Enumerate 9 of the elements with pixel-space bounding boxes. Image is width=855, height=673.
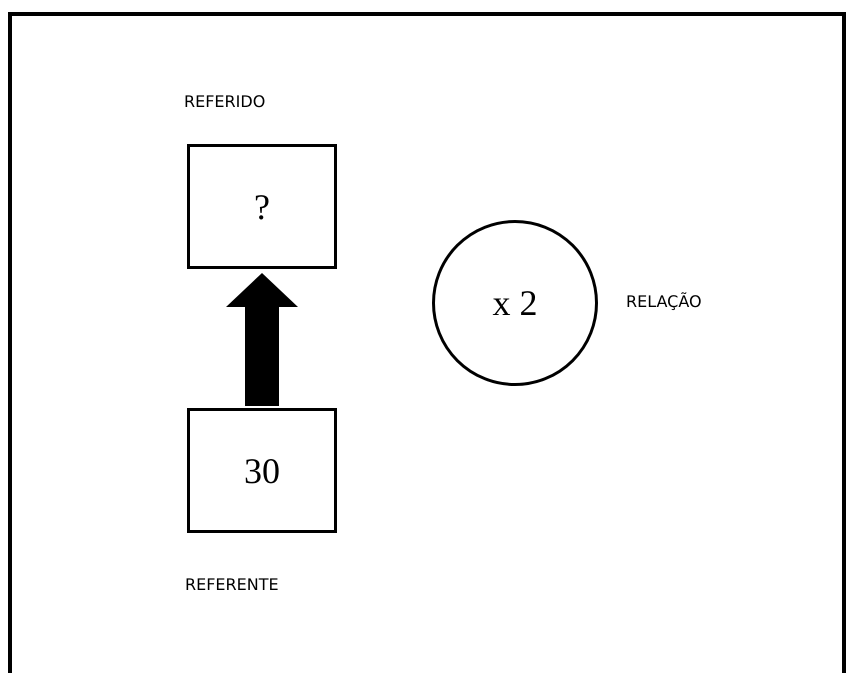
node-caption: RELAÇÃO xyxy=(626,292,702,311)
square-box xyxy=(187,144,337,269)
node-value: 30 xyxy=(244,450,280,492)
node-heading: REFERIDO xyxy=(184,92,266,111)
block-arrow xyxy=(226,273,298,406)
node-value: ? xyxy=(254,186,270,228)
node-value: x 2 xyxy=(492,282,538,324)
node-caption: REFERENTE xyxy=(185,575,279,594)
square-box xyxy=(187,408,337,533)
